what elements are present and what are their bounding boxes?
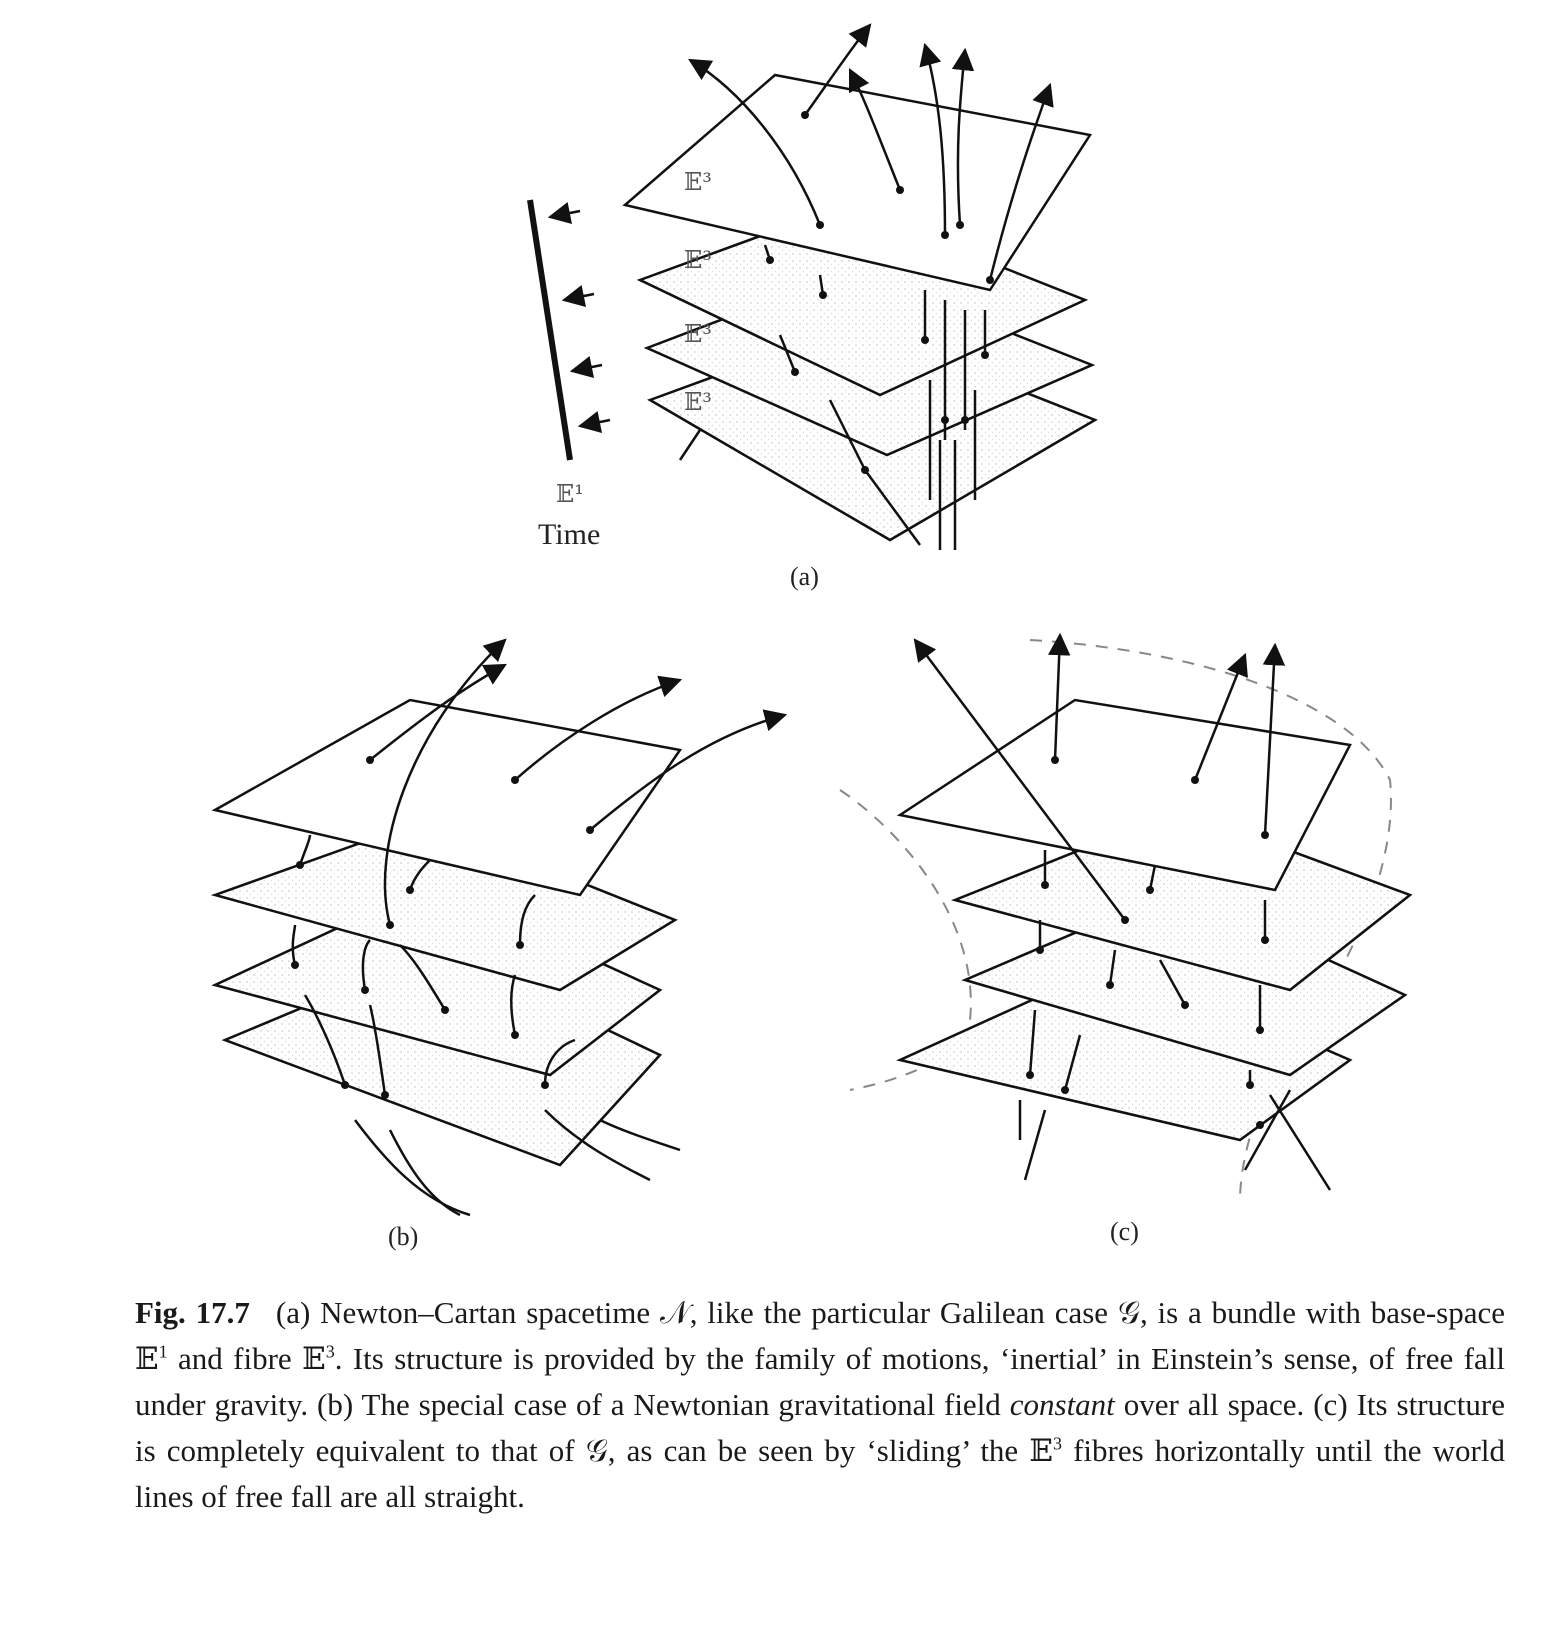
fibre-planes-c [896, 698, 1413, 1142]
panel-c: (c) [839, 632, 1413, 1246]
world-lines-a [678, 23, 1054, 550]
panel-b: (b) [210, 638, 788, 1251]
caption-emphasis: constant [1009, 1387, 1115, 1422]
time-axis-space-label: 𝔼¹ [556, 480, 584, 508]
panel-label-c: (c) [1110, 1217, 1139, 1246]
panel-label-a: (a) [790, 562, 819, 591]
caption-sup-3: 3 [1052, 1433, 1062, 1454]
figure-number: Fig. 17.7 [135, 1295, 250, 1330]
caption-text-4: over all space. (c) Its structure is com… [135, 1387, 1505, 1468]
fibre-label-a3: 𝔼³ [684, 320, 712, 348]
caption-text-1: (a) Newton–Cartan spacetime 𝒩, like the … [135, 1295, 1505, 1376]
fibre-label-a4: 𝔼³ [684, 388, 712, 416]
fibre-label-a2: 𝔼³ [684, 246, 712, 274]
time-axis-line [527, 199, 573, 461]
caption-text-3: . Its structure is provided by the famil… [135, 1341, 1505, 1422]
time-axis-arrows [547, 201, 611, 434]
world-line-dots-b [291, 756, 594, 1099]
caption-sup-1: 1 [158, 1341, 168, 1362]
fibre-planes-b [210, 698, 683, 1167]
caption-sup-2: 3 [325, 1341, 335, 1362]
time-axis-time-label: Time [538, 518, 600, 551]
fibre-label-a1: 𝔼³ [684, 168, 712, 196]
world-line-dots-a [766, 111, 994, 474]
panel-label-b: (b) [388, 1222, 418, 1251]
world-lines-c [913, 632, 1332, 1191]
dashed-curve-right [1029, 639, 1392, 1201]
caption-text-2: and fibre 𝔼 [167, 1341, 326, 1376]
figure-illustration: 𝔼¹ Time 𝔼³ 𝔼³ 𝔼³ 𝔼³ [210, 23, 1413, 1251]
caption-text-5: fibres horizontally until the world line… [135, 1433, 1505, 1514]
world-line-dots-c [1026, 756, 1269, 1129]
dashed-curve-left [839, 789, 972, 1091]
fibre-planes-a [622, 73, 1098, 542]
world-lines-b [291, 638, 788, 1217]
figure-caption: Fig. 17.7(a) Newton–Cartan spacetime 𝒩, … [135, 1290, 1505, 1520]
panel-a: 𝔼¹ Time 𝔼³ 𝔼³ 𝔼³ 𝔼³ [527, 23, 1098, 591]
